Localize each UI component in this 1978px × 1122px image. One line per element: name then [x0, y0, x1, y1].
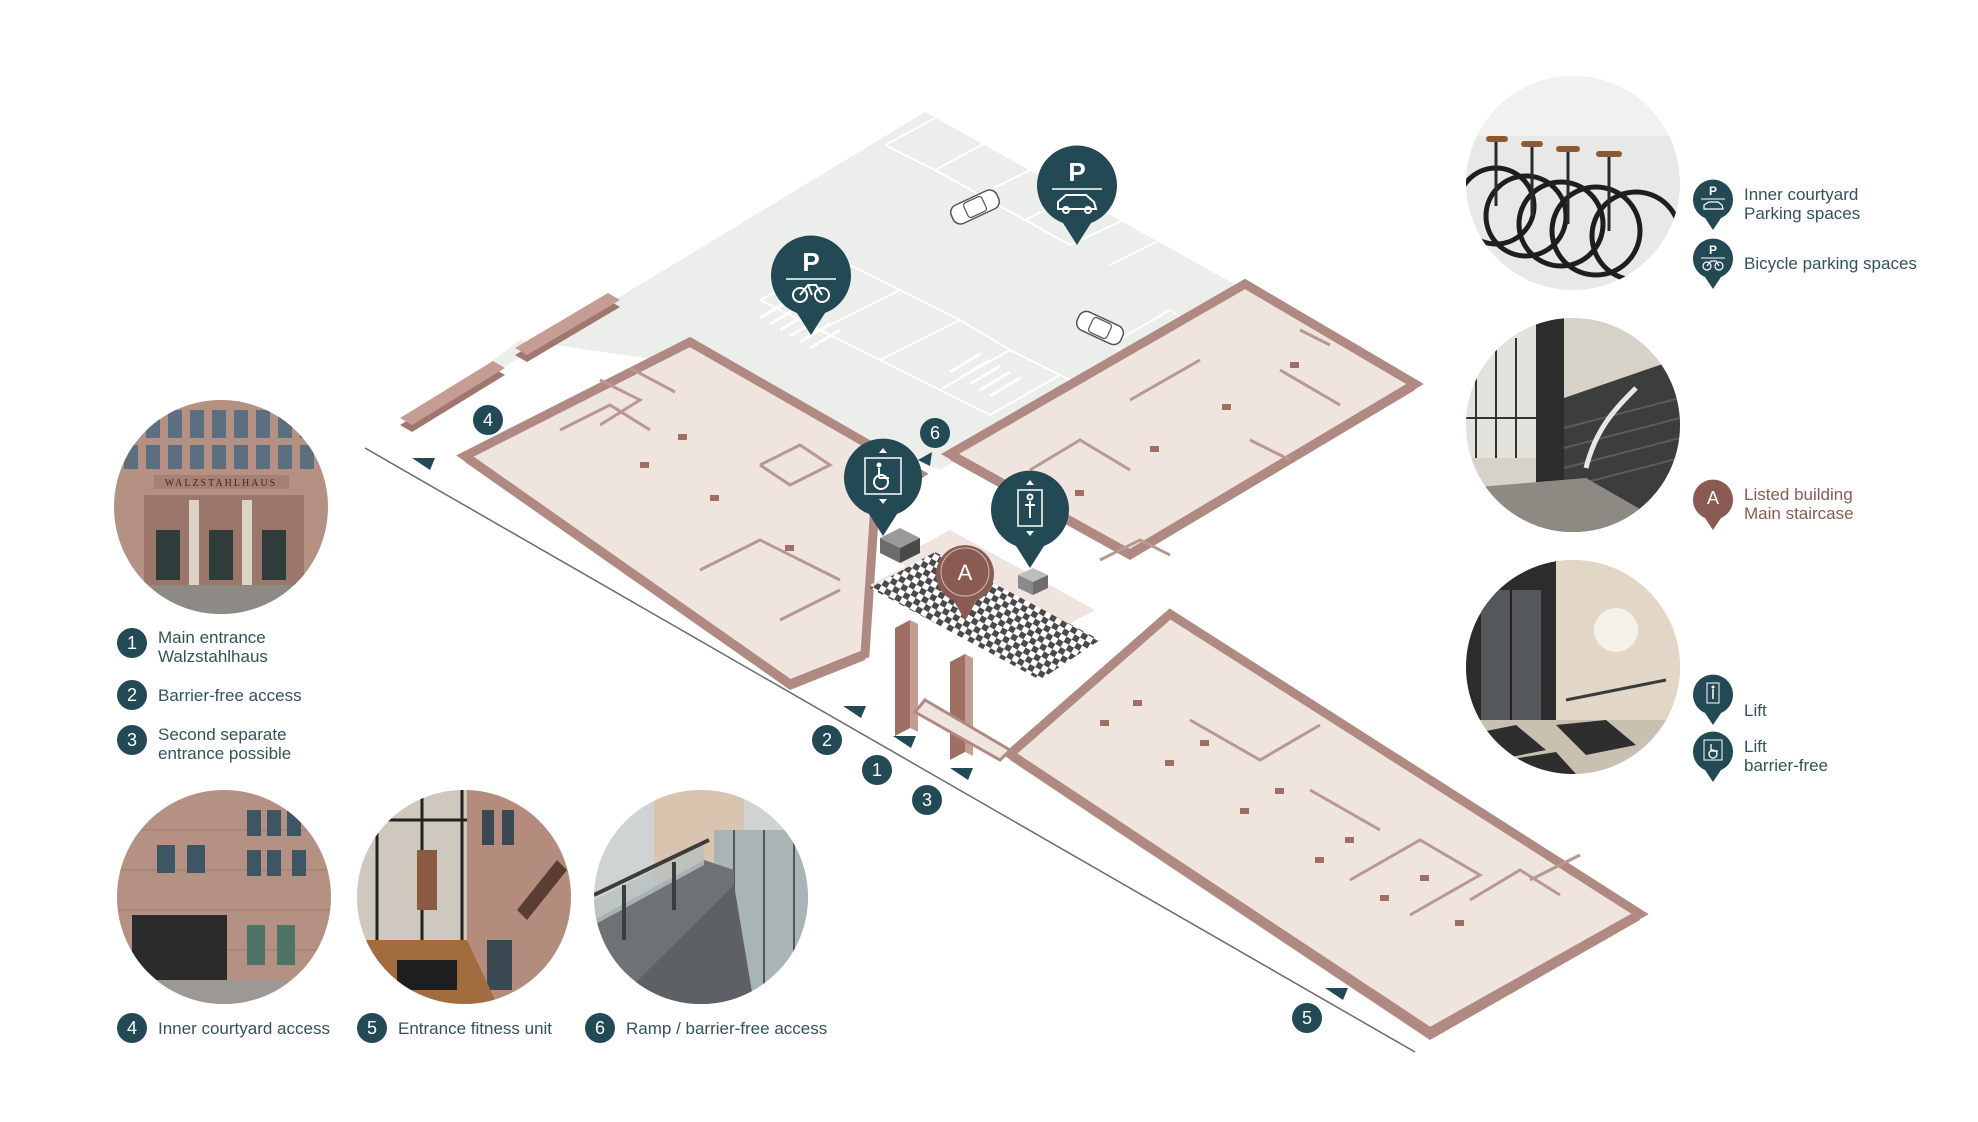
lift-icon [1025, 493, 1035, 518]
photo-courtyard-access [117, 790, 331, 1004]
marker-4-courtyard-access[interactable]: 4 [473, 405, 503, 435]
car-icon [1057, 194, 1098, 214]
legend-item-3: 3 Second separate entrance possible [117, 725, 291, 763]
wheelchair-lift-icon [1693, 731, 1733, 782]
marker-3-second-entrance[interactable]: 3 [912, 785, 942, 815]
photo-fitness-entrance [357, 790, 571, 1004]
marker-5-fitness-entrance[interactable]: 5 [1292, 1003, 1322, 1033]
key-label: Lift barrier-free [1744, 737, 1829, 775]
entrance-pillars [895, 620, 1013, 762]
key-listed-building: A Listed building Main staircase [1692, 478, 1854, 530]
street-line [364, 447, 1416, 1053]
legend-label: Main entrance Walzstahlhaus [158, 628, 268, 666]
car-parking-icon: P [1693, 179, 1733, 230]
bicycle-icon [792, 284, 830, 303]
lift-shafts [880, 528, 1048, 595]
bicycle-parking-icon: P [1693, 238, 1733, 289]
legend-item-6: 6 Ramp / barrier-free access [585, 1013, 827, 1043]
photo-ramp [594, 790, 808, 1004]
svg-text:A: A [958, 560, 973, 585]
legend-label: Inner courtyard access [158, 1019, 330, 1038]
wheelchair-icon [873, 462, 889, 490]
legend-number: 5 [357, 1013, 387, 1043]
entrance-arrows [412, 452, 1348, 1000]
lift-barrier-free-pin[interactable] [843, 438, 923, 541]
building-columns [640, 362, 1464, 926]
legend-number: 4 [117, 1013, 147, 1043]
interior-walls [559, 328, 1581, 917]
south-wing [1002, 608, 1649, 1040]
photo-main-staircase [1466, 318, 1680, 532]
legend-label: Second separate entrance possible [158, 725, 292, 763]
key-lift-barrier-free: Lift barrier-free [1692, 730, 1828, 782]
key-label: Bicycle parking spaces [1744, 253, 1917, 273]
marker-6-ramp[interactable]: 6 [920, 418, 950, 448]
marker-1-main-entrance[interactable]: 1 [862, 755, 892, 785]
key-label: Listed building Main staircase [1744, 485, 1854, 523]
photo-main-entrance: WALZSTAHLHAUS [114, 400, 328, 614]
legend-number: 6 [585, 1013, 615, 1043]
legend-item-4: 4 Inner courtyard access [117, 1013, 330, 1043]
legend-item-1: 1 Main entrance Walzstahlhaus [117, 628, 268, 666]
photo-bicycles [1466, 76, 1680, 290]
courtyard-walls [400, 293, 620, 432]
car-parking-pin[interactable]: P [1036, 145, 1118, 250]
legend-number: 1 [117, 628, 147, 658]
parking-icon: P [802, 247, 819, 277]
bicycle-rack-stripes [759, 298, 1021, 398]
key-lift: Lift [1692, 673, 1767, 725]
marker-2-barrier-free-access[interactable]: 2 [812, 725, 842, 755]
svg-text:P: P [1709, 243, 1717, 257]
key-car-parking: P Inner courtyard Parking spaces [1692, 178, 1860, 230]
listed-staircase-hall [870, 552, 1100, 680]
legend-number: 2 [117, 680, 147, 710]
bicycle-parking-pin[interactable]: P [770, 235, 852, 340]
west-wing [456, 336, 929, 690]
northeast-wing [940, 278, 1424, 560]
legend-number: 3 [117, 725, 147, 755]
listed-building-icon: A [1693, 479, 1733, 530]
photo-lift-hall [1466, 560, 1680, 774]
key-bicycle-parking: P Bicycle parking spaces [1692, 237, 1917, 289]
parked-car-1 [949, 189, 1001, 225]
svg-text:P: P [1709, 184, 1717, 198]
legend-label: Entrance fitness unit [398, 1019, 553, 1038]
parked-car-2 [1075, 310, 1125, 346]
svg-text:WALZSTAHLHAUS: WALZSTAHLHAUS [165, 478, 277, 489]
legend-label: Barrier-free access [158, 686, 302, 705]
staircase-steps [1079, 581, 1155, 631]
svg-text:A: A [1707, 488, 1719, 508]
lift-icon [1693, 674, 1733, 725]
key-label: Lift [1744, 700, 1767, 720]
legend-label: Ramp / barrier-free access [626, 1019, 828, 1038]
key-label: Inner courtyard Parking spaces [1744, 185, 1861, 223]
parking-icon: P [1068, 157, 1085, 187]
legend-item-2: 2 Barrier-free access [117, 680, 302, 710]
lift-pin[interactable] [990, 470, 1070, 573]
legend-item-5: 5 Entrance fitness unit [357, 1013, 552, 1043]
listed-building-pin[interactable]: A [935, 543, 995, 626]
